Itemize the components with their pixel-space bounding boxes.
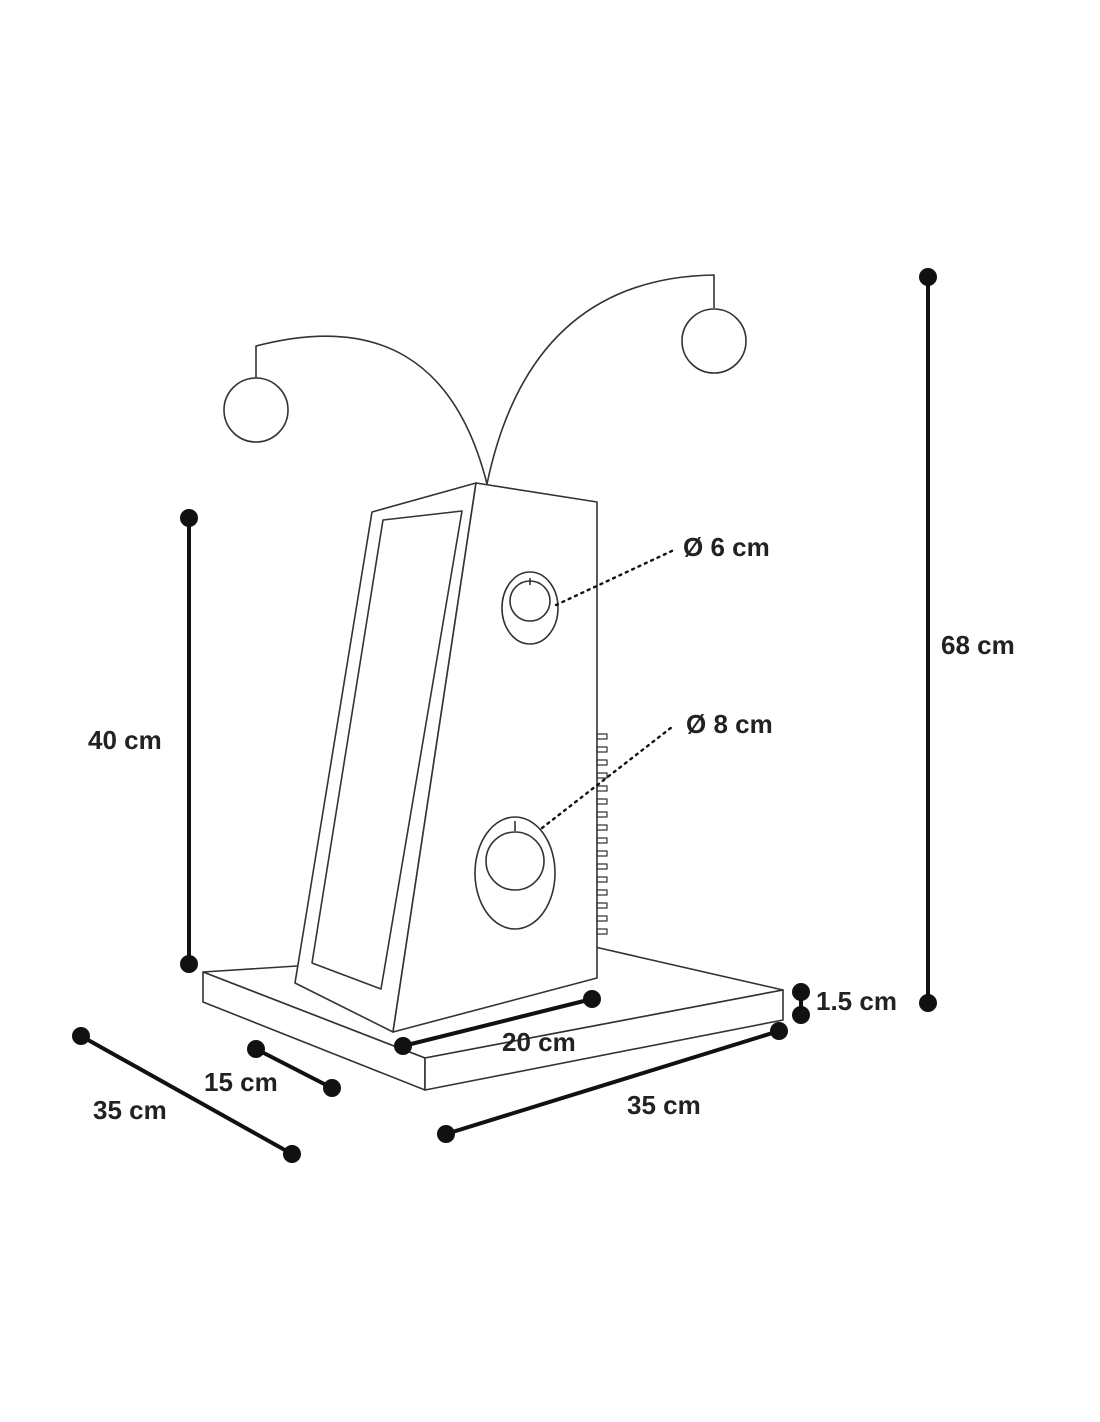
toy-ball-right-icon — [681, 308, 747, 374]
label-post-depth: 15 cm — [204, 1067, 278, 1097]
label-post-height: 40 cm — [88, 725, 162, 755]
hole-large-icon — [474, 816, 556, 930]
hole-small-icon — [501, 571, 559, 645]
dim-base-width — [437, 1022, 788, 1143]
scratching-post — [294, 482, 598, 1033]
dim-total-height — [919, 268, 937, 1012]
label-post-width: 20 cm — [502, 1027, 576, 1057]
leader-small-hole — [554, 548, 676, 607]
toy-wands — [223, 274, 747, 485]
label-base-thickness: 1.5 cm — [816, 986, 897, 1016]
label-base-depth: 35 cm — [93, 1095, 167, 1125]
dim-base-depth — [72, 1027, 301, 1163]
label-base-width: 35 cm — [627, 1090, 701, 1120]
dim-base-thickness — [792, 983, 810, 1024]
label-hole-large: Ø 8 cm — [686, 709, 773, 739]
dim-post-depth — [247, 1040, 341, 1097]
leader-large-hole — [540, 725, 674, 830]
toy-ball-left-icon — [223, 377, 289, 443]
dim-post-width — [394, 990, 601, 1055]
dim-post-height — [180, 509, 198, 973]
label-hole-small: Ø 6 cm — [683, 532, 770, 562]
label-total-height: 68 cm — [941, 630, 1015, 660]
side-ladder — [596, 733, 608, 935]
